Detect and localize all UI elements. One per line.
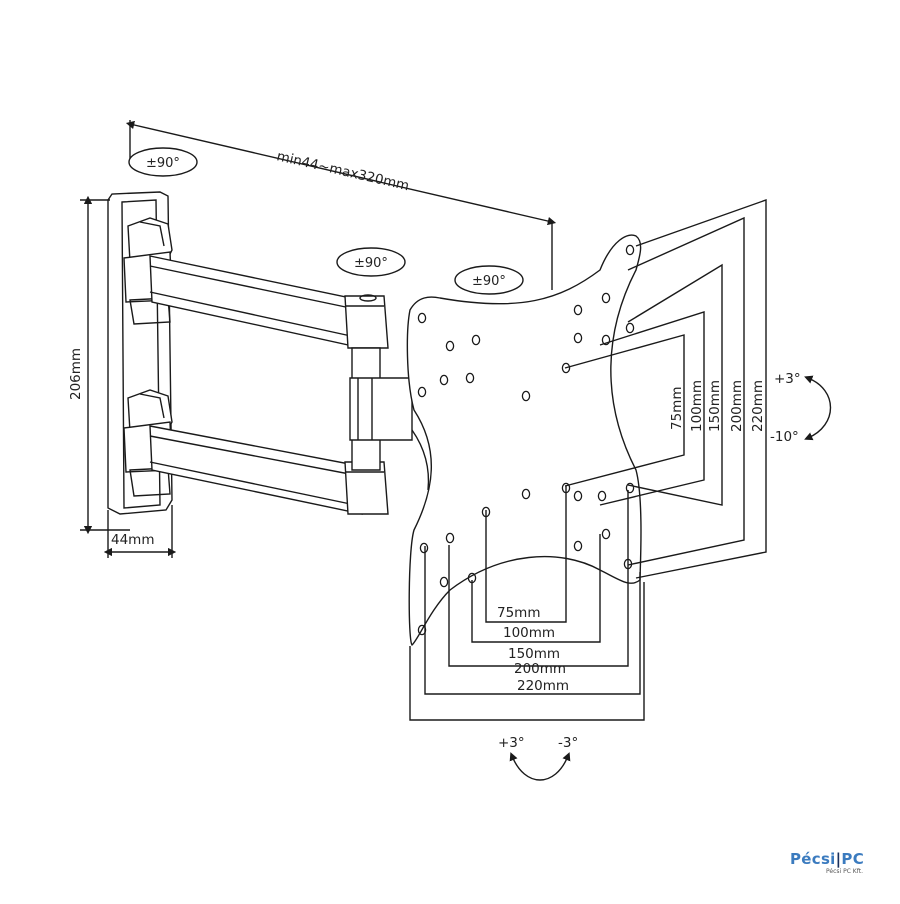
tv-bracket-plate <box>406 234 642 647</box>
mounting-hole <box>439 576 449 588</box>
mounting-hole <box>601 334 611 346</box>
mounting-hole <box>417 624 427 636</box>
mounting-hole <box>625 482 635 494</box>
vesa-vertical-dimensions <box>564 199 767 579</box>
upper-arm <box>149 255 389 349</box>
mounting-hole <box>597 490 607 502</box>
brand-left: Pécsi <box>790 850 836 868</box>
mounting-hole <box>481 506 491 518</box>
vesa-v-100-label: 100mm <box>689 380 705 432</box>
mounting-hole <box>573 304 583 316</box>
mounting-hole <box>601 528 611 540</box>
vesa-v-75-label: 75mm <box>669 387 685 430</box>
mounting-hole <box>417 312 427 324</box>
roll-arrow <box>509 752 571 781</box>
mounting-hole <box>521 390 531 402</box>
tilt-arrow <box>804 375 832 441</box>
mounting-hole <box>623 558 633 570</box>
swivel-middle-label: ±90° <box>354 256 388 271</box>
wall-depth-label: 44mm <box>111 532 154 548</box>
roll-minus-label: -3° <box>558 735 578 751</box>
mounting-hole <box>419 542 429 554</box>
mounting-holes <box>417 244 635 636</box>
mounting-hole <box>467 572 477 584</box>
vesa-h-150-label: 150mm <box>508 646 560 662</box>
swivel-badge-plate <box>454 265 524 295</box>
brand-right: PC <box>841 850 865 868</box>
mounting-hole <box>625 322 635 334</box>
arm-extension-label: min44~max320mm <box>275 148 411 194</box>
mounting-hole <box>445 532 455 544</box>
tilt-down-label: -10° <box>770 429 799 445</box>
swivel-plate-label: ±90° <box>472 274 506 289</box>
lower-arm <box>149 425 389 515</box>
mounting-hole <box>521 488 531 500</box>
mounting-hole <box>573 332 583 344</box>
vesa-v-200-label: 200mm <box>729 380 745 432</box>
brand-tagline: Pécsi PC Kft. <box>826 868 864 875</box>
wall-height-label: 206mm <box>68 348 84 400</box>
mounting-hole <box>573 540 583 552</box>
swivel-wall-label: ±90° <box>146 156 180 171</box>
mounting-hole <box>561 482 571 494</box>
roll-plus-label: +3° <box>498 735 525 751</box>
brand-separator: | <box>835 850 842 868</box>
mounting-hole <box>573 490 583 502</box>
vesa-h-100-label: 100mm <box>503 625 555 641</box>
wall-depth-dimension <box>103 505 177 558</box>
vesa-h-220-label: 220mm <box>517 678 569 694</box>
swivel-badge-wall <box>128 147 198 177</box>
brand-logo: Pécsi|PC <box>790 850 864 868</box>
wall-height-dimension <box>80 195 130 535</box>
mounting-hole <box>465 372 475 384</box>
mounting-hole <box>417 386 427 398</box>
vesa-h-200-label: 200mm <box>514 661 566 677</box>
tilt-up-label: +3° <box>774 371 801 387</box>
elbow-hinge <box>349 347 438 491</box>
mounting-hole <box>439 374 449 386</box>
vesa-horizontal-dimensions <box>409 486 645 721</box>
mounting-hole <box>561 362 571 374</box>
mounting-hole <box>471 334 481 346</box>
mounting-hole <box>601 292 611 304</box>
vesa-v-150-label: 150mm <box>707 380 723 432</box>
mounting-hole <box>625 244 635 256</box>
mounting-hole <box>445 340 455 352</box>
swivel-badge-middle <box>336 247 406 277</box>
vesa-h-75-label: 75mm <box>497 605 540 621</box>
vesa-v-220-label: 220mm <box>750 380 766 432</box>
